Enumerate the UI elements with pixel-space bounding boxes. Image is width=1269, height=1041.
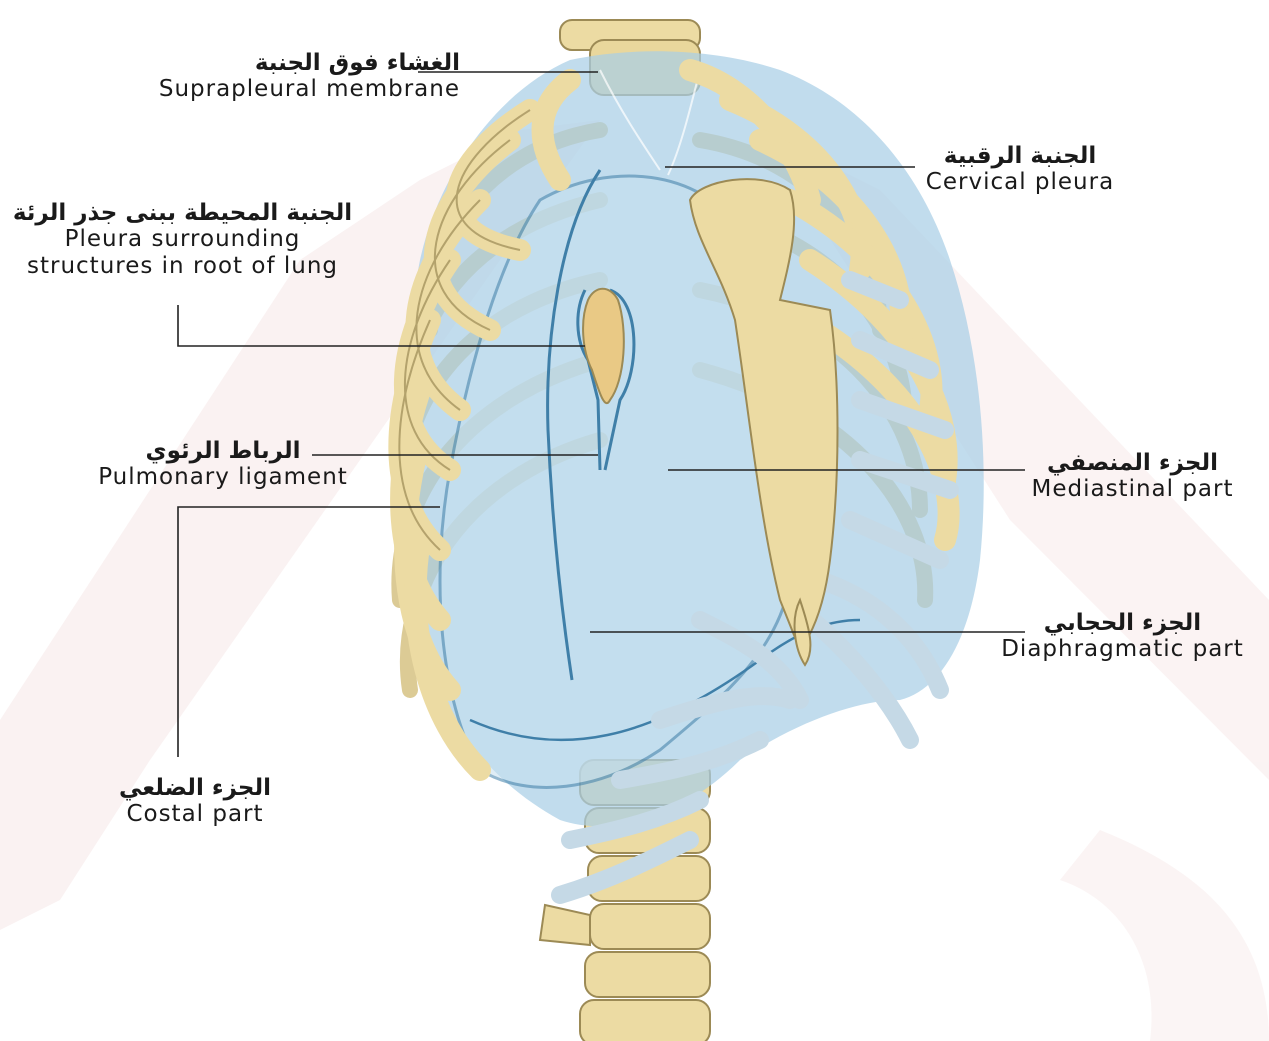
label-diaphragmatic-part-ar: الجزء الحجابي: [985, 610, 1260, 636]
label-mediastinal-part-ar: الجزء المنصفي: [1015, 450, 1250, 476]
label-cervical-pleura: الجنبة الرقبية Cervical pleura: [915, 143, 1125, 196]
label-mediastinal-part-en: Mediastinal part: [1015, 476, 1250, 502]
label-pleura-root-of-lung-en-2: structures in root of lung: [5, 253, 360, 279]
label-pleura-root-of-lung-ar: الجنبة المحيطة ببنى جذر الرئة: [5, 200, 360, 226]
label-mediastinal-part: الجزء المنصفي Mediastinal part: [1015, 450, 1250, 503]
label-suprapleural-membrane: الغشاء فوق الجنبة Suprapleural membrane: [130, 50, 460, 103]
label-diaphragmatic-part: الجزء الحجابي Diaphragmatic part: [985, 610, 1260, 663]
label-cervical-pleura-en: Cervical pleura: [915, 169, 1125, 195]
label-pleura-root-of-lung: الجنبة المحيطة ببنى جذر الرئة Pleura sur…: [5, 200, 360, 279]
label-suprapleural-membrane-en: Suprapleural membrane: [130, 76, 460, 102]
label-cervical-pleura-ar: الجنبة الرقبية: [915, 143, 1125, 169]
label-diaphragmatic-part-en: Diaphragmatic part: [985, 636, 1260, 662]
label-pulmonary-ligament-ar: الرباط الرئوي: [82, 438, 364, 464]
label-costal-part-en: Costal part: [105, 801, 285, 827]
label-pulmonary-ligament: الرباط الرئوي Pulmonary ligament: [82, 438, 364, 491]
label-costal-part-ar: الجزء الضلعي: [105, 775, 285, 801]
label-costal-part: الجزء الضلعي Costal part: [105, 775, 285, 828]
label-pulmonary-ligament-en: Pulmonary ligament: [82, 464, 364, 490]
label-suprapleural-membrane-ar: الغشاء فوق الجنبة: [130, 50, 460, 76]
label-pleura-root-of-lung-en-1: Pleura surrounding: [5, 226, 360, 252]
